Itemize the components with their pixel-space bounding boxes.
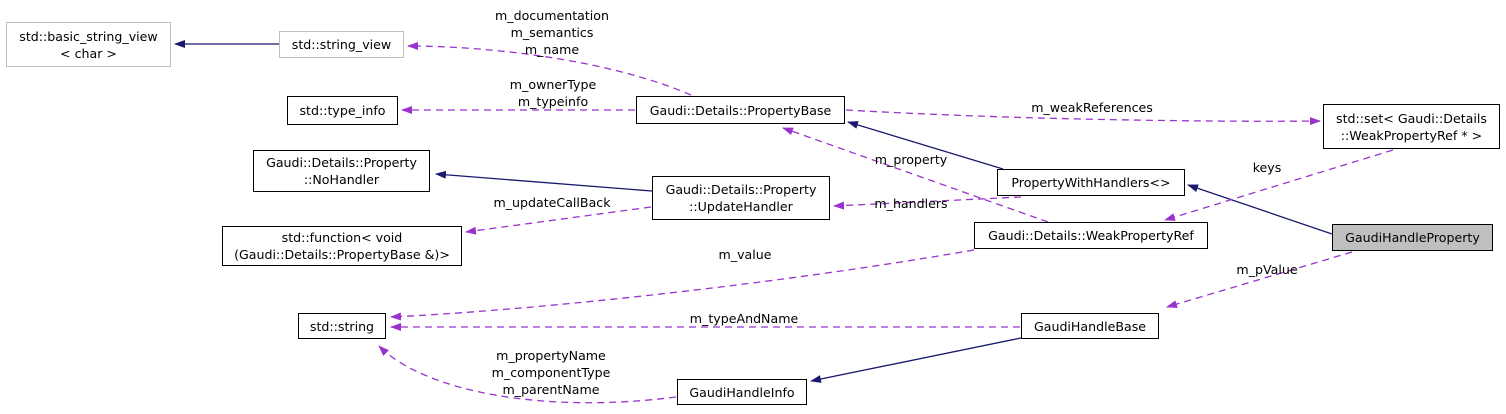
edge-label-handle-info-members: m_propertyName m_componentType m_parentN… — [491, 348, 611, 397]
node-label: PropertyWithHandlers<> — [1011, 175, 1171, 190]
edge-usage-weak-property-ref-to-std-string — [390, 249, 975, 321]
edge-label-type-and-name: m_typeAndName — [689, 311, 799, 326]
edge-inherit-gaudi-handle-property-to-property-with-handlers — [1187, 184, 1333, 235]
edge-inherit-update-handler-to-no-handler — [435, 170, 653, 192]
edge-label-p-value: m_pValue — [1236, 262, 1298, 277]
edge-usage-gaudi-handle-info-to-std-string — [378, 345, 677, 404]
node-std-function[interactable]: std::function< void (Gaudi::Details::Pro… — [222, 226, 462, 266]
edge-usage-gaudi-handle-property-to-gaudi-handle-base — [1166, 251, 1353, 308]
edge-label-property: m_property — [874, 152, 948, 167]
node-gaudi-handle-base[interactable]: GaudiHandleBase — [1021, 313, 1159, 339]
node-label: Gaudi::Details::WeakPropertyRef — [988, 228, 1194, 243]
node-label: Gaudi::Details::PropertyBase — [649, 102, 832, 118]
node-label: ::WeakPropertyRef * > — [1340, 127, 1483, 143]
node-label: ::UpdateHandler — [689, 199, 793, 214]
edge-label-string-view-members: m_documentation m_semantics m_name — [495, 8, 609, 57]
edge-label-type-info-members: m_ownerType m_typeinfo — [509, 77, 597, 109]
node-std-string[interactable]: std::string — [298, 313, 386, 339]
edge-label-handlers: m_handlers — [874, 196, 948, 211]
node-std-set-weak-property-ref[interactable]: std::set< Gaudi::Details ::WeakPropertyR… — [1323, 104, 1500, 149]
edge-label-update-callback: m_updateCallBack — [493, 195, 611, 210]
edge-usage-property-base-to-std-set — [845, 109, 1321, 126]
node-basic-string-view[interactable]: std::basic_string_view < char > — [6, 22, 171, 67]
node-property-base[interactable]: Gaudi::Details::PropertyBase — [636, 96, 845, 124]
node-label: std::basic_string_view — [19, 28, 158, 44]
node-label: GaudiHandleBase — [1033, 318, 1147, 334]
node-label: std::string_view — [291, 37, 392, 52]
node-string-view[interactable]: std::string_view — [279, 31, 404, 58]
edge-usage-std-set-to-weak-property-ref — [1164, 149, 1394, 221]
node-type-info[interactable]: std::type_info — [287, 96, 398, 125]
node-label: < char > — [60, 45, 117, 61]
node-property-with-handlers[interactable]: PropertyWithHandlers<> — [997, 169, 1185, 196]
node-label: ::NoHandler — [303, 172, 380, 187]
edge-label-weak-references: m_weakReferences — [1031, 100, 1153, 115]
edge-inherit-property-with-handlers-to-property-base — [847, 121, 1004, 170]
node-gaudi-handle-property[interactable]: GaudiHandleProperty — [1332, 224, 1493, 251]
node-label: Gaudi::Details::Property — [266, 155, 417, 170]
node-weak-property-ref[interactable]: Gaudi::Details::WeakPropertyRef — [974, 222, 1208, 249]
node-label: GaudiHandleInfo — [689, 384, 795, 400]
edge-inherit-gaudi-handle-base-to-gaudi-handle-info — [810, 337, 1022, 383]
node-label: std::set< Gaudi::Details — [1336, 110, 1487, 126]
node-label: (Gaudi::Details::PropertyBase &)> — [234, 247, 450, 262]
node-label: Gaudi::Details::Property — [665, 182, 817, 197]
edge-label-value: m_value — [718, 247, 772, 262]
node-label: std::function< void — [281, 230, 403, 245]
node-label: std::string — [309, 318, 375, 334]
node-label: GaudiHandleProperty — [1345, 230, 1480, 245]
edge-usage-property-base-to-string-view — [407, 42, 692, 96]
edge-label-keys: keys — [1252, 160, 1282, 175]
node-property-update-handler[interactable]: Gaudi::Details::Property ::UpdateHandler — [652, 176, 830, 220]
node-property-no-handler[interactable]: Gaudi::Details::Property ::NoHandler — [253, 150, 430, 192]
edge-usage-property-with-handlers-to-update-handler — [833, 196, 1022, 210]
node-label: std::type_info — [299, 103, 386, 118]
edge-usage-weak-property-ref-to-property-base — [782, 127, 1049, 223]
node-gaudi-handle-info[interactable]: GaudiHandleInfo — [677, 379, 807, 405]
